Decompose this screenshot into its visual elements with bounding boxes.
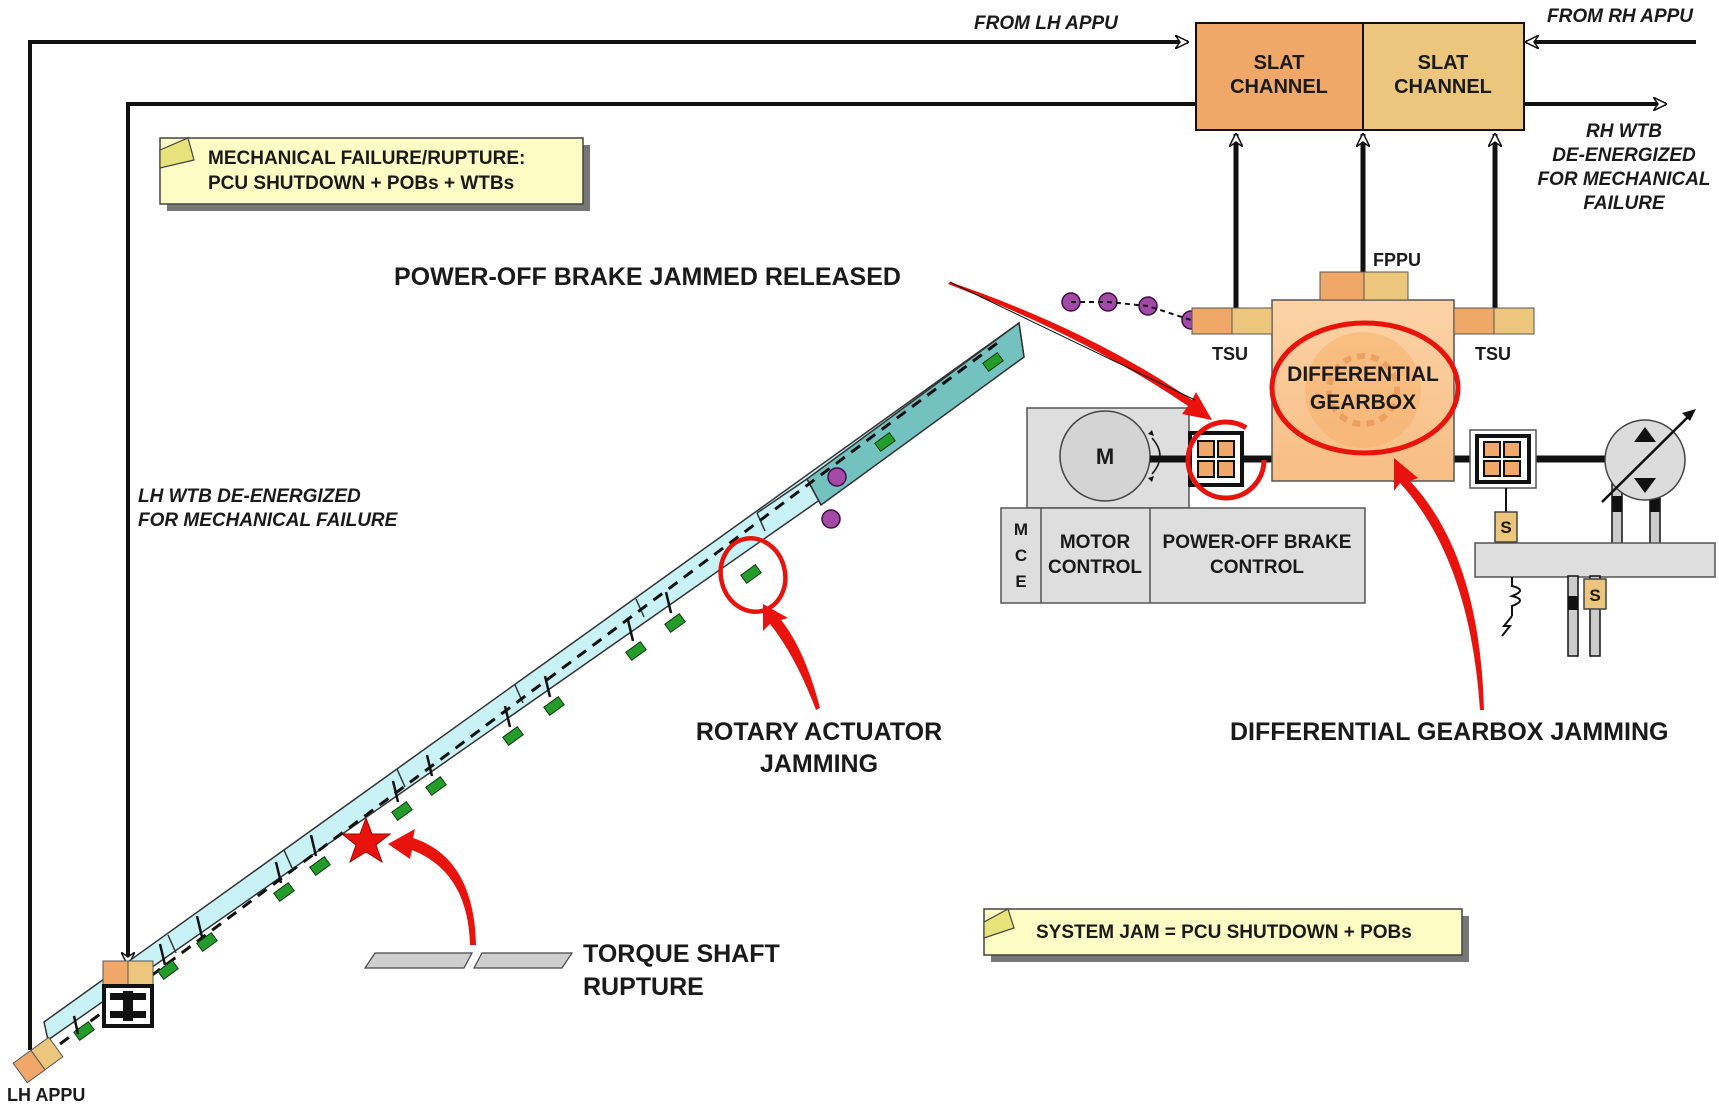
rotary-actuator xyxy=(982,351,1004,373)
sensor-dot xyxy=(821,509,841,529)
fppu-label: FPPU xyxy=(1373,250,1421,270)
position-sensors xyxy=(821,292,1201,529)
bellows-spring xyxy=(1501,577,1521,637)
motor-assembly: M xyxy=(1026,407,1190,509)
gearbox-jamming-label: DIFFERENTIAL GEARBOX JAMMING xyxy=(1230,718,1668,746)
rotary-actuator xyxy=(391,800,413,822)
pob-jammed-leader xyxy=(949,281,1196,401)
gearbox-jam-highlight xyxy=(1269,320,1461,456)
hydraulic-drive-assembly xyxy=(1474,409,1716,578)
power-off-brake-right xyxy=(1469,429,1537,489)
wing-slats xyxy=(43,321,1025,1042)
mechanical-failure-note: MECHANICAL FAILURE/RUPTURE:PCU SHUTDOWN … xyxy=(159,137,590,211)
rotary-actuator xyxy=(425,775,447,797)
rotary-actuator xyxy=(309,855,331,877)
rotary-actuator xyxy=(73,1020,95,1042)
rotary-actuators xyxy=(73,351,1004,1042)
brake-sensor-lower: S xyxy=(1567,575,1607,657)
system-jam-note-text: SYSTEM JAM = PCU SHUTDOWN + POBs xyxy=(1036,922,1412,943)
rotary-actuator xyxy=(740,563,762,585)
channel-feedback-lines xyxy=(1236,134,1495,308)
sensor-s-lower-label: S xyxy=(1589,586,1600,605)
pob-jammed-label: POWER-OFF BRAKE JAMMED RELEASED xyxy=(394,263,901,291)
power-off-brake-left xyxy=(1188,431,1244,487)
sensor-dot xyxy=(1138,296,1158,316)
tsu-left: TSU xyxy=(1191,307,1273,364)
lh-wtb xyxy=(102,960,154,1028)
actuator-jam-arrow xyxy=(763,604,820,710)
from-lh-appu-label: FROM LH APPU xyxy=(974,13,1119,34)
torque-shaft-rupture-symbol xyxy=(363,952,574,969)
rotary-actuator xyxy=(196,931,218,953)
system-jam-note: SYSTEM JAM = PCU SHUTDOWN + POBs xyxy=(983,908,1469,962)
from-rh-appu-label: FROM RH APPU xyxy=(1547,6,1694,27)
rotary-actuator xyxy=(664,612,686,634)
sensor-link xyxy=(1071,301,1192,321)
rotary-actuator xyxy=(543,695,565,717)
rotary-actuator xyxy=(874,431,896,453)
brake-sensor-upper: S xyxy=(1494,488,1518,543)
lh-appu-label: LH APPU xyxy=(7,1085,85,1105)
fppu: FPPU xyxy=(1319,250,1421,301)
gearbox-jam-arrow xyxy=(1394,458,1484,710)
pob-jam-highlight xyxy=(1185,419,1267,501)
actuator-jam-highlight xyxy=(718,536,788,614)
lh-appu-box xyxy=(12,1036,64,1084)
torque-shaft-arrow xyxy=(388,829,476,945)
rupture-star xyxy=(340,816,392,864)
sensor-s-upper-label: S xyxy=(1500,518,1511,537)
rotary-actuator xyxy=(625,640,647,662)
rotary-actuator xyxy=(273,881,295,903)
tsu-right-label: TSU xyxy=(1475,344,1511,364)
rotary-actuator xyxy=(502,725,524,747)
wtb-command-line xyxy=(128,104,1666,965)
torque-shaft xyxy=(59,339,1001,1046)
lh-appu-power-line xyxy=(28,42,1188,1050)
mechanical-failure-note-text: MECHANICAL FAILURE/RUPTURE:PCU SHUTDOWN … xyxy=(208,148,525,194)
actuator-links xyxy=(72,591,673,1035)
motor-label: M xyxy=(1096,444,1114,469)
rotary-actuator xyxy=(157,959,179,981)
tsu-left-label: TSU xyxy=(1212,344,1248,364)
sensor-dot xyxy=(827,467,847,487)
tsu-right: TSU xyxy=(1453,307,1535,364)
